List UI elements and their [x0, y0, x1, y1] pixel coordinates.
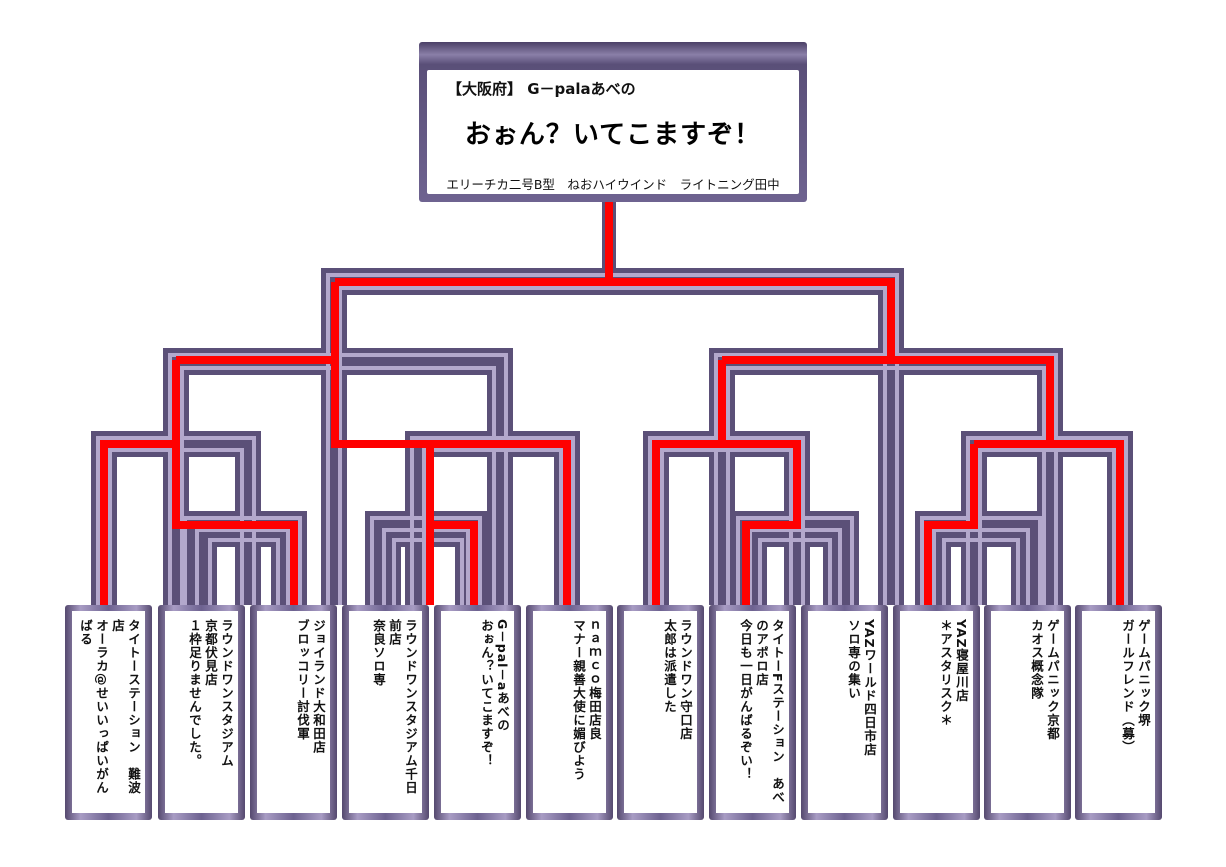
bracket-frame-highlight — [410, 436, 575, 605]
team-box: YAZワールド四日市店ソロ専の集い — [801, 605, 888, 820]
team-box: ゲームパニック堺ガールフレンド（募） — [1075, 605, 1162, 820]
team-box: タイトーステーション 難波店オーラカ@せいいっぱいがんばる — [65, 605, 152, 820]
team-name: おぉん？いてこますぞ！ — [479, 619, 494, 768]
bracket-frame-highlight — [183, 516, 302, 605]
team-name: ブロッコリー討伐軍 — [295, 619, 310, 741]
winner-path — [100, 202, 1124, 605]
winner-path-segment — [100, 360, 180, 605]
bracket-frame-highlight — [932, 528, 1030, 605]
bracket-frame-highlight — [726, 366, 1046, 605]
winner-path-segment — [430, 440, 571, 605]
team-store: ゲームパニック堺 — [1136, 619, 1151, 727]
team-box: G－pal－aあべのおぉん？いてこますぞ！ — [434, 605, 521, 820]
bracket-frame-highlight — [195, 528, 290, 605]
winner-path-segment — [722, 440, 801, 605]
team-name: カオス概念隊 — [1029, 619, 1044, 700]
team-box: YAZ寝屋川店＊アスタリスク＊ — [893, 605, 980, 820]
team-name: ソロ専の集い — [846, 619, 861, 700]
team-box: タイトーFステーション あべのアポロ店今日も一日がんばるぞい！ — [709, 605, 796, 820]
team-store: ゲームパニック京都 — [1045, 619, 1060, 741]
team-store: タイトーFステーション あべのアポロ店 — [754, 619, 785, 805]
bracket-frame-highlight — [422, 448, 563, 605]
team-store: タイトーステーション 難波店 — [110, 619, 141, 795]
bracket-frame-highlight — [920, 516, 1042, 605]
team-store: YAZワールド四日市店 — [862, 619, 877, 757]
team-name: ＊アスタリスク＊ — [938, 619, 953, 727]
team-name: 奈良ソロ専 — [371, 619, 386, 687]
bracket-frame-highlight — [758, 538, 832, 605]
winner-path-segment — [1050, 440, 1124, 605]
winner-path-segment — [924, 444, 978, 605]
champion-team-name: おぉん？いてこますぞ！ — [464, 120, 762, 150]
winner-path-segment — [609, 278, 895, 364]
winner-path-segment — [172, 444, 298, 605]
team-box: ラウンドワンスタジアム千日前店奈良ソロ専 — [342, 605, 429, 820]
team-name: 今日も一日がんばるぞい！ — [738, 619, 753, 781]
team-box: ゲームパニック京都カオス概念隊 — [984, 605, 1071, 820]
winner-path-segment — [652, 360, 726, 605]
team-name: オーラカ@せいいっぱいがんばる — [78, 619, 109, 795]
team-box: ジョイランド大和田店ブロッコリー討伐軍 — [250, 605, 337, 820]
champion-members: エリーチカ二号B型 ねおハイウインド ライトニング田中 — [446, 177, 780, 192]
team-box: ラウンドワン守口店太郎は派遣した — [617, 605, 704, 820]
team-box: ｎａｍｃｏ梅田店良マナー親善大使に媚びよう — [526, 605, 613, 820]
team-name: １枠足りませんでした。 — [187, 619, 202, 768]
champion-header: 【大阪府】 G－palaあべの — [447, 80, 636, 98]
team-store: ジョイランド大和田店 — [311, 619, 326, 754]
bracket-frame-highlight — [648, 436, 805, 605]
bracket-frame-highlight — [208, 538, 280, 605]
team-store: ラウンドワンスタジアム 京都伏見店 — [203, 619, 234, 795]
team-store: G－pal－aあべの — [495, 619, 510, 732]
bracket-frame-highlight — [942, 538, 1020, 605]
winner-path-segment — [426, 444, 478, 605]
winner-path-segment — [891, 356, 1054, 448]
team-name: 太郎は派遣した — [662, 619, 677, 714]
team-store: ラウンドワン守口店 — [678, 619, 693, 741]
bracket-frame-highlight — [978, 448, 1116, 605]
bracket-frame-highlight — [714, 353, 1058, 605]
champion-box: 【大阪府】 G－palaあべの おぉん？いてこますぞ！ エリーチカ二号B型 ねお… — [419, 42, 807, 202]
team-store: ラウンドワンスタジアム千日前店 — [387, 619, 418, 795]
team-store: ｎａｍｃｏ梅田店良 — [587, 619, 602, 741]
team-name: ガールフレンド（募） — [1120, 619, 1135, 754]
team-store: YAZ寝屋川店 — [954, 619, 969, 703]
team-name: マナー親善大使に媚びよう — [571, 619, 586, 781]
